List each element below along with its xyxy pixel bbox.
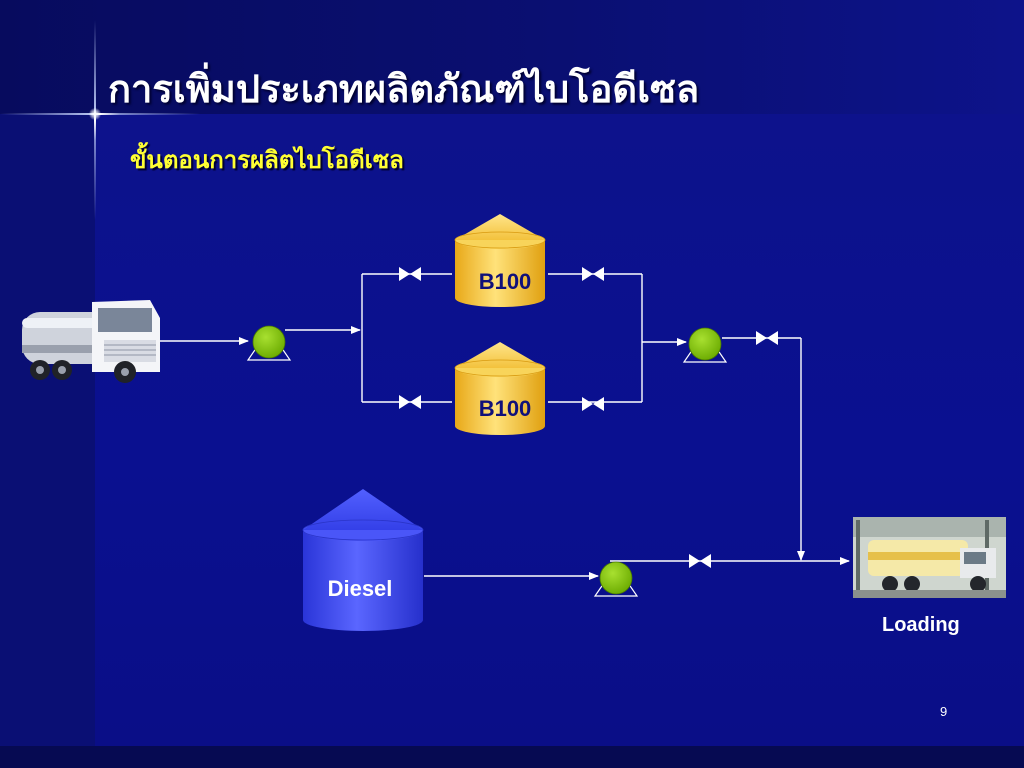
diesel-tank: Diesel: [302, 489, 424, 631]
header-band: [0, 0, 1024, 114]
pump-icon: [246, 325, 292, 361]
star-sparkle-vertical: [94, 20, 96, 220]
b100-upper-label: B100: [479, 269, 532, 294]
valve-icon: [689, 554, 711, 568]
b100-tank-upper: B100: [454, 214, 546, 307]
pump-icon: [682, 327, 728, 363]
left-band: [0, 114, 95, 746]
valve-icon: [582, 267, 604, 281]
tanker-truck-icon: [22, 300, 160, 383]
valve-icon: [582, 397, 604, 411]
star-sparkle-core: [89, 108, 101, 120]
b100-lower-label: B100: [479, 396, 532, 421]
valve-icon: [756, 331, 778, 345]
slide-title: การเพิ่มประเภทผลิตภัณฑ์ไบโอดีเซล: [108, 67, 700, 111]
loading-label: Loading: [882, 614, 960, 636]
bottom-band: [0, 746, 1024, 768]
valve-icon: [399, 395, 421, 409]
slide-subtitle: ขั้นตอนการผลิตไบโอดีเซล: [130, 146, 404, 174]
diesel-label: Diesel: [328, 576, 393, 601]
loading-truck-icon: [853, 517, 1006, 598]
b100-tank-lower: B100: [454, 342, 546, 435]
pump-icon: [593, 561, 639, 597]
page-number: 9: [940, 704, 948, 719]
valve-icon: [399, 267, 421, 281]
